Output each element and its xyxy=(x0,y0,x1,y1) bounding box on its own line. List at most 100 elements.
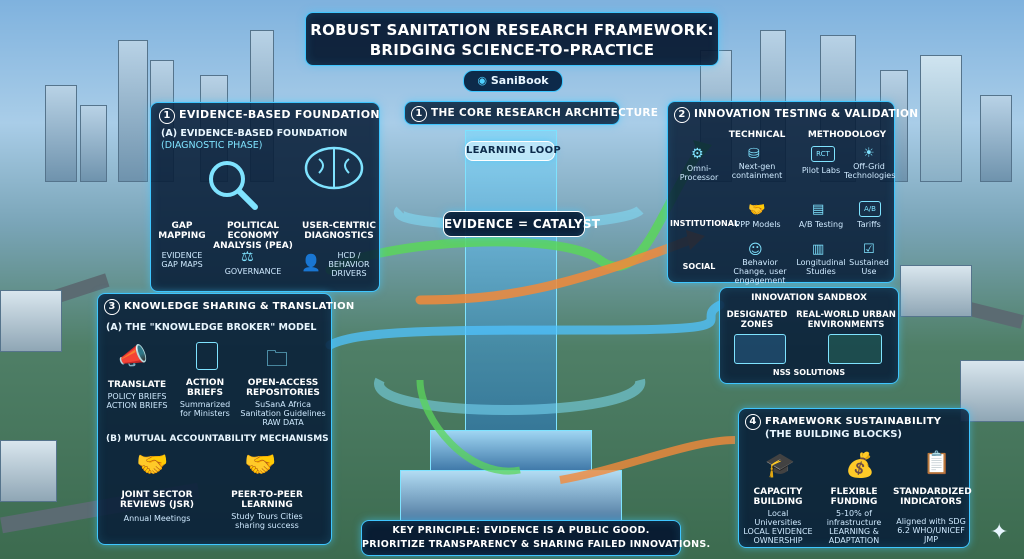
chart-icon: ▥ xyxy=(812,242,825,257)
megaphone-icon: 📣 xyxy=(118,342,148,370)
green-flow-arrow xyxy=(325,145,705,275)
title-banner: ROBUST SANITATION RESEARCH FRAMEWORK: BR… xyxy=(305,12,719,66)
translate-caption: POLICY BRIEFS ACTION BRIEFS xyxy=(106,392,168,410)
section3-title: KNOWLEDGE SHARING & TRANSLATION xyxy=(124,301,355,312)
pea-label: POLITICAL ECONOMY ANALYSIS (PEA) xyxy=(213,221,293,251)
building xyxy=(0,440,57,502)
peer-learning-label: PEER-TO-PEER LEARNING xyxy=(231,490,303,510)
handshake-icon: 🤝 xyxy=(136,450,169,480)
containment-icon: ⛁ xyxy=(748,146,760,162)
accountability-heading: (B) MUTUAL ACCOUNTABILITY MECHANISMS xyxy=(106,434,329,444)
section2-number-badge: 2 xyxy=(674,107,690,123)
methodology-column-header: METHODOLOGY xyxy=(807,130,887,140)
innovation-sandbox: INNOVATION SANDBOX DESIGNATED ZONES REAL… xyxy=(719,287,899,384)
catalyst-banner: EVIDENCE = CATALYST xyxy=(443,211,601,237)
longitudinal-label: Longitudinal Studies xyxy=(796,258,846,276)
peer-learning-caption: Study Tours Cities sharing success xyxy=(231,512,303,530)
section1-title: EVIDENCE-BASED FOUNDATION xyxy=(179,108,380,121)
catalyst-label: EVIDENCE = CATALYST xyxy=(444,217,601,231)
sustained-use-label: Sustained Use xyxy=(849,258,889,276)
building xyxy=(0,290,62,352)
rct-icon: RCT xyxy=(811,146,835,162)
action-briefs-caption: Summarized for Ministers xyxy=(179,400,231,418)
brand-logo-icon: ◉ xyxy=(477,74,487,87)
learning-loop-sign: LEARNING LOOP xyxy=(465,141,562,161)
user-centric-label: USER-CENTRIC DIAGNOSTICS xyxy=(302,221,376,241)
section4-title: FRAMEWORK SUSTAINABILITY xyxy=(765,416,942,427)
repositories-caption: SuSanA Africa Sanitation Guidelines RAW … xyxy=(240,400,326,427)
section2-title: INNOVATION TESTING & VALIDATION xyxy=(694,108,919,120)
principle-line-2: PRIORITIZE TRANSPARENCY & SHARING FAILED… xyxy=(362,539,711,550)
off-grid-icon: ☀ xyxy=(863,146,875,161)
skyscraper xyxy=(980,95,1012,182)
gap-mapping-label: GAP MAPPING xyxy=(158,221,206,241)
governance-icon: ⚖ xyxy=(241,249,254,265)
flexible-funding-caption: 5-10% of infrastructure LEARNING & ADAPT… xyxy=(826,509,882,545)
indicators-label: STANDARDIZED INDICATORS xyxy=(893,487,972,507)
repositories-label: OPEN-ACCESS REPOSITORIES xyxy=(246,378,320,398)
section3-number-badge: 3 xyxy=(104,299,120,315)
technical-column-header: TECHNICAL xyxy=(728,130,786,140)
core-title: THE CORE RESEARCH ARCHITECTURE xyxy=(431,107,659,119)
brain-icon xyxy=(304,146,364,190)
section4-subtitle: (THE BUILDING BLOCKS) xyxy=(765,429,902,440)
section4-number-badge: 4 xyxy=(745,414,761,430)
jsr-label: JOINT SECTOR REVIEWS (JSR) xyxy=(119,490,195,510)
social-row-label: SOCIAL xyxy=(682,262,716,271)
section-framework-sustainability: 4 FRAMEWORK SUSTAINABILITY (THE BUILDING … xyxy=(738,408,972,548)
pilot-labs-label: Pilot Labs xyxy=(801,166,841,175)
skyscraper xyxy=(920,55,962,182)
title-line-2: BRIDGING SCIENCE-TO-PRACTICE xyxy=(369,41,655,59)
magnifier-icon xyxy=(209,161,258,210)
checklist-icon: 📋 xyxy=(923,451,951,476)
institutional-row-label: INSTITUTIONAL xyxy=(670,219,740,228)
brand-name: SaniBook xyxy=(490,74,549,87)
action-briefs-label: ACTION BRIEFS xyxy=(185,378,225,398)
section1-number-badge: 1 xyxy=(159,108,175,124)
person-icon: 👤 xyxy=(301,253,321,272)
tower-foundation xyxy=(400,470,622,527)
ab-testing-label: A/B Testing xyxy=(798,220,844,229)
flexible-funding-label: FLEXIBLE FUNDING xyxy=(830,487,878,507)
nss-solutions-label: NSS SOLUTIONS xyxy=(772,368,846,377)
skyscraper xyxy=(45,85,77,182)
rct-text: RCT xyxy=(816,150,830,158)
pea-caption: GOVERNANCE xyxy=(224,267,282,276)
skyscraper xyxy=(80,105,107,182)
handshake-icon: 🤝 xyxy=(244,450,277,480)
capacity-building-caption: Local Universities LOCAL EVIDENCE OWNERS… xyxy=(743,509,813,545)
urban-environments-label: REAL-WORLD URBAN ENVIRONMENTS xyxy=(796,310,896,330)
orange-flow-arrow xyxy=(559,436,736,484)
handshake-icon: 🤝 xyxy=(748,202,766,218)
capacity-building-label: CAPACITY BUILDING xyxy=(753,487,803,507)
gear-icon: ⚙ xyxy=(691,146,704,162)
translate-label: TRANSLATE xyxy=(107,380,167,390)
loop-ribbon xyxy=(374,377,645,415)
jsr-caption: Annual Meetings xyxy=(123,514,191,523)
brand-badge: ◉ SaniBook xyxy=(463,70,563,92)
ab-text: A/B xyxy=(864,205,876,213)
learning-loop-label: LEARNING LOOP xyxy=(466,145,562,156)
building xyxy=(900,265,972,317)
key-principle-banner: KEY PRINCIPLE: EVIDENCE IS A PUBLIC GOOD… xyxy=(361,520,711,556)
ppp-models-label: PPP Models xyxy=(735,220,781,229)
section1-subtitle: (A) EVIDENCE-BASED FOUNDATION xyxy=(161,128,348,139)
omni-processor-label: Omni-Processor xyxy=(679,164,719,182)
core-number-badge: 1 xyxy=(411,106,427,122)
broker-model-heading: (A) THE "KNOWLEDGE BROKER" MODEL xyxy=(106,322,317,333)
principle-line-1: KEY PRINCIPLE: EVIDENCE IS A PUBLIC GOOD… xyxy=(392,525,650,536)
gap-mapping-caption: EVIDENCE GAP MAPS xyxy=(161,251,203,269)
money-bag-icon: 💰 xyxy=(845,451,875,479)
checkbox-icon: ☑ xyxy=(863,242,875,257)
section-knowledge-sharing: 3 KNOWLEDGE SHARING & TRANSLATION (A) THE… xyxy=(97,293,354,545)
section-evidence-foundation: 1 EVIDENCE-BASED FOUNDATION (A) EVIDENCE-… xyxy=(150,102,380,292)
blue-flow-arrow xyxy=(325,300,725,350)
user-centric-caption: HCD / BEHAVIOR DRIVERS xyxy=(328,251,370,278)
tariffs-icon: A/B xyxy=(859,201,881,217)
city-model-icon xyxy=(828,334,882,364)
containment-label: Next-gen containment xyxy=(731,162,783,180)
skyscraper xyxy=(118,40,148,182)
designated-zones-label: DESIGNATED ZONES xyxy=(726,310,788,330)
green-flow-arrow xyxy=(416,379,521,475)
sparkle-icon: ✦ xyxy=(990,520,1009,545)
